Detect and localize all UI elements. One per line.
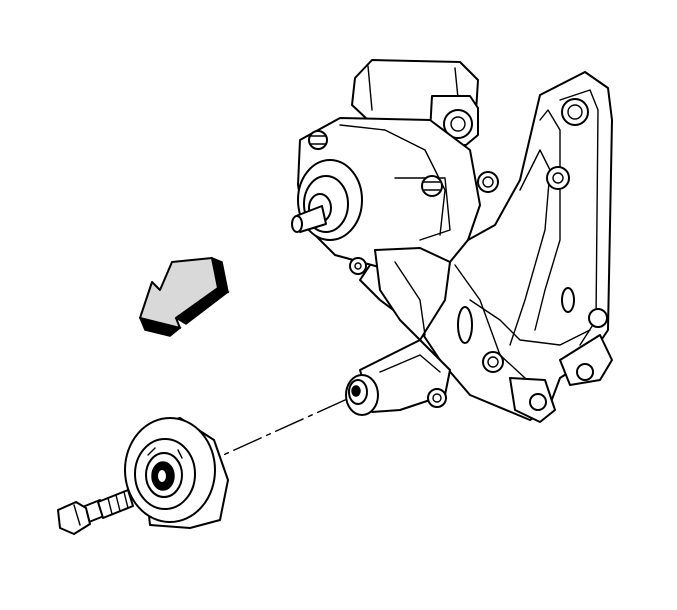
pulley-mounting-boss xyxy=(345,339,451,416)
direction-arrow xyxy=(138,256,230,337)
pulley-bolt xyxy=(57,489,134,535)
idler-pulley xyxy=(124,417,229,529)
power-steering-pump xyxy=(291,59,499,341)
